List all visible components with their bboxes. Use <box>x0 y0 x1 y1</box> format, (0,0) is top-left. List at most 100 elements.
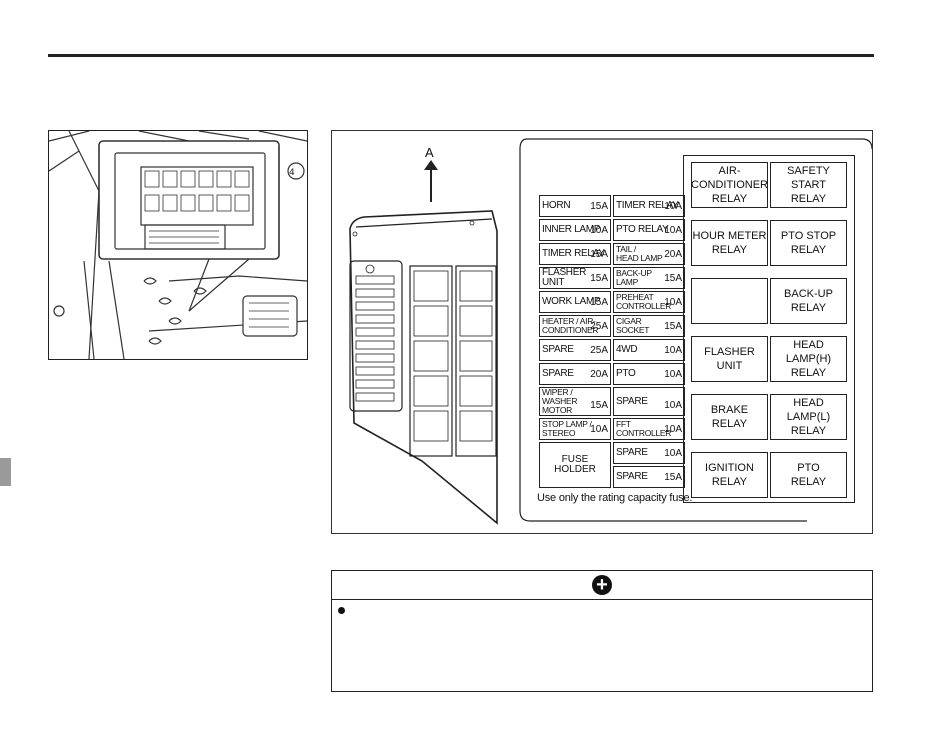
fuse-rating: 10A <box>664 424 682 435</box>
section-tab <box>0 458 11 486</box>
fuse-rating: 10A <box>664 345 682 356</box>
fuse-name: SPARE <box>542 344 574 355</box>
direction-label: A <box>425 145 434 160</box>
fuse-cell: CIGAR SOCKET 15A <box>613 315 685 337</box>
fuse-rating: 10A <box>590 225 608 236</box>
fuse-name: 4WD <box>616 344 638 355</box>
fuse-row: SPARE 25A 4WD 10A <box>539 339 685 361</box>
fuse-rating: 10A <box>664 201 682 212</box>
fuse-name: SPARE <box>616 447 648 458</box>
fuse-name: WIPER / WASHER MOTOR <box>542 387 578 415</box>
plus-circle-icon: + <box>592 575 612 595</box>
relay-slot: HOUR METER RELAY <box>691 220 768 266</box>
relay-slot: PTO STOP RELAY <box>770 220 847 266</box>
fuse-rating: 15A <box>590 297 608 308</box>
fuse-rating: 15A <box>590 249 608 260</box>
fuse-cell: WIPER / WASHER MOTOR 15A <box>539 387 611 416</box>
fuse-rating: 15A <box>590 400 608 411</box>
fuse-rating: 10A <box>664 297 682 308</box>
relay-slot: BACK-UP RELAY <box>770 278 847 324</box>
fuse-holder-label: FUSE HOLDER <box>539 442 611 488</box>
fuse-name: PREHEAT CONTROLLER <box>616 292 672 311</box>
fuse-rating: 10A <box>590 424 608 435</box>
fuse-row: SPARE 20A PTO 10A <box>539 363 685 385</box>
fuse-rating: 25A <box>590 345 608 356</box>
fuse-name: INNER LAMP <box>542 224 601 235</box>
fuse-note: Use only the rating capacity fuse. <box>537 492 693 504</box>
fuse-name: TIMER RELAY <box>542 248 605 259</box>
relay-slot: BRAKE RELAY <box>691 394 768 440</box>
fuse-name: SPARE <box>616 471 648 482</box>
fuse-rating: 25A <box>590 321 608 332</box>
fuse-box-drawing <box>349 138 872 525</box>
caution-box: + <box>331 570 873 692</box>
fuse-rating: 20A <box>590 369 608 380</box>
fuse-holder-row: SPARE 15A <box>539 466 685 488</box>
fuse-cell: 4WD 10A <box>613 339 685 361</box>
relay-slot: HEAD LAMP(L) RELAY <box>770 394 847 440</box>
fuse-name: FFT CONTROLLER <box>616 419 672 438</box>
fuse-rating: 15A <box>664 273 682 284</box>
fuse-name: SPARE <box>616 395 648 407</box>
relay-slot: FLASHER UNIT <box>691 336 768 382</box>
fuse-name: HORN <box>542 200 571 211</box>
fuse-rating: 15A <box>590 201 608 212</box>
fuse-name: SPARE <box>542 368 574 379</box>
fuse-cell: SPARE 10A <box>613 387 685 416</box>
fuse-cell: PTO 10A <box>613 363 685 385</box>
direction-arrow <box>430 162 432 202</box>
fuse-holder-row: FUSE HOLDER SPARE 10A <box>539 442 685 488</box>
fuse-name: BACK-UP LAMP <box>616 268 652 287</box>
fuse-name: STOP LAMP / STEREO <box>542 419 592 438</box>
header-rule <box>48 54 874 57</box>
fuse-cell: HORN 15A <box>539 195 611 217</box>
fuse-rating: 10A <box>664 448 682 459</box>
fuse-rating: 15A <box>590 273 608 284</box>
fuse-box-location-illustration: 4 <box>48 130 308 360</box>
bullet-icon <box>338 607 345 614</box>
relay-slot: SAFETY START RELAY <box>770 162 847 208</box>
relay-slot: PTO RELAY <box>770 452 847 498</box>
fuse-name: TIMER RELAY <box>616 200 679 211</box>
caution-header: + <box>332 571 872 600</box>
fuse-name: PTO <box>616 368 636 379</box>
fuse-cell: BACK-UP LAMP 15A <box>613 267 685 289</box>
fuse-cell: SPARE 20A <box>539 363 611 385</box>
fuse-box-location-drawing: 4 <box>49 131 307 359</box>
fuse-name: CIGAR SOCKET <box>616 316 650 335</box>
fuse-rating: 10A <box>664 400 682 411</box>
fuse-rating: 15A <box>664 321 682 332</box>
fuse-rating: 20A <box>664 249 682 260</box>
fuse-relay-diagram-frame <box>331 130 873 534</box>
fuse-rating: 10A <box>664 369 682 380</box>
fuse-rating: 15A <box>664 472 682 483</box>
fuse-rating: 10A <box>664 225 682 236</box>
fuse-name: FLASHER UNIT <box>542 267 587 288</box>
fuse-cell: SPARE 10A <box>613 442 685 464</box>
relay-slot <box>691 278 768 324</box>
fuse-name: TAIL / HEAD LAMP <box>616 244 663 263</box>
fuse-cell: SPARE 25A <box>539 339 611 361</box>
fuse-cell: SPARE 15A <box>613 466 685 488</box>
relay-slot: AIR-CONDITIONER RELAY <box>691 162 768 208</box>
relay-slot: IGNITION RELAY <box>691 452 768 498</box>
